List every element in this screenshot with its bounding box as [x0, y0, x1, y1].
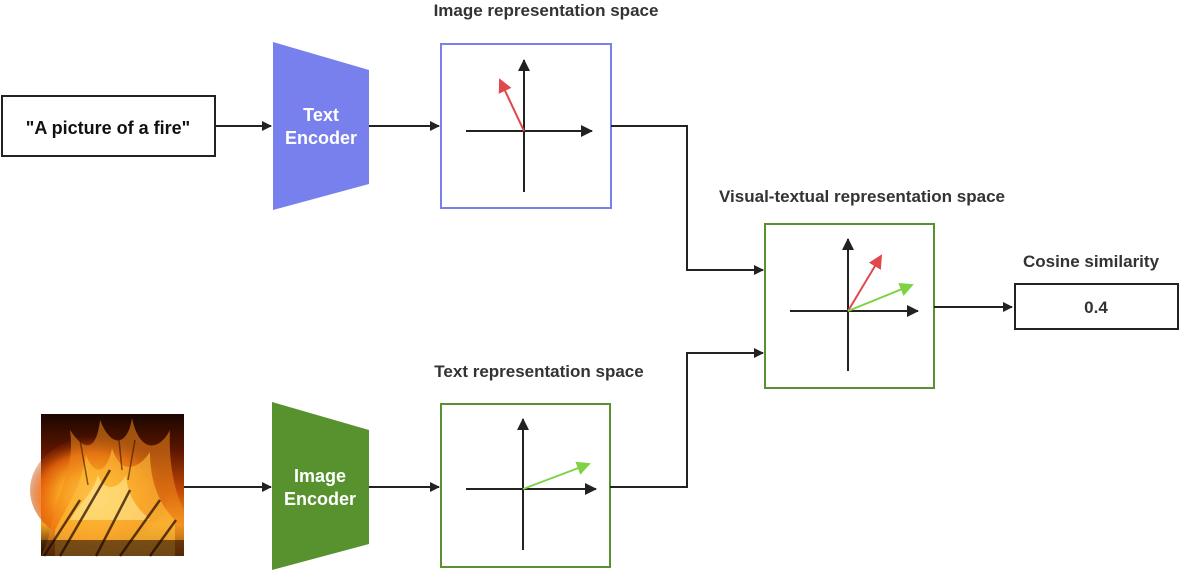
text-encoder: Text Encoder — [273, 42, 369, 210]
joint-space-green-vector — [847, 283, 914, 312]
cosine-similarity-value: 0.4 — [1084, 298, 1108, 317]
image-space-frame — [440, 43, 612, 209]
image-representation-space-title: Image representation space — [434, 1, 659, 20]
connector-text-space-to-joint — [610, 348, 764, 488]
image-encoder: Image Encoder — [272, 402, 369, 570]
text-representation-space — [440, 403, 611, 568]
cosine-similarity-box: 0.4 — [1014, 283, 1179, 330]
visual-textual-representation-space — [764, 223, 935, 389]
text-encoder-shape — [273, 42, 369, 210]
image-representation-space — [440, 43, 612, 209]
text-space-green-vector — [522, 461, 591, 490]
text-space-frame — [440, 403, 611, 568]
input-text-label: "A picture of a fire" — [26, 118, 190, 138]
input-text-box: "A picture of a fire" — [1, 95, 216, 157]
fire-image — [30, 414, 184, 557]
joint-space-frame — [764, 223, 935, 389]
connector-image-space-to-joint — [611, 125, 764, 275]
joint-space-red-vector — [847, 254, 883, 312]
text-representation-space-title: Text representation space — [434, 362, 643, 381]
text-encoder-label-line2: Encoder — [285, 128, 357, 148]
image-space-red-vector — [498, 78, 525, 132]
text-encoder-label-line1: Text — [303, 105, 339, 125]
image-encoder-shape — [272, 402, 369, 570]
image-encoder-label-line2: Encoder — [284, 489, 356, 509]
cosine-similarity-title: Cosine similarity — [1023, 252, 1160, 271]
joint-space-title: Visual-textual representation space — [719, 187, 1005, 206]
image-encoder-label-line1: Image — [294, 466, 346, 486]
